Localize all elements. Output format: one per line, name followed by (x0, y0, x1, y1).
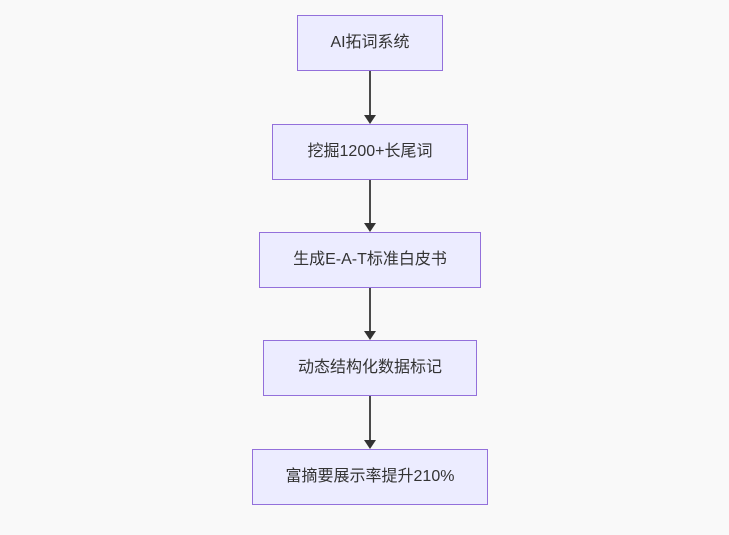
arrow-line (369, 288, 371, 331)
flow-node-rich-snippet-result: 富摘要展示率提升210% (252, 449, 488, 505)
arrow-head-down-icon (364, 115, 376, 124)
flow-arrow-3 (363, 288, 377, 340)
arrow-line (369, 180, 371, 223)
flow-node-label: 挖掘1200+长尾词 (307, 143, 433, 160)
flow-arrow-2 (363, 180, 377, 232)
arrow-head-down-icon (364, 440, 376, 449)
flow-arrow-1 (363, 71, 377, 124)
flow-node-label: AI拓词系统 (330, 34, 410, 51)
flow-node-label: 生成E-A-T标准白皮书 (293, 251, 447, 268)
flow-arrow-4 (363, 396, 377, 449)
arrow-head-down-icon (364, 223, 376, 232)
flow-node-label: 动态结构化数据标记 (297, 359, 442, 376)
flow-node-label: 富摘要展示率提升210% (285, 468, 455, 485)
flow-node-ai-word-expansion: AI拓词系统 (297, 15, 443, 71)
arrow-line (369, 71, 371, 115)
flow-node-structured-data: 动态结构化数据标记 (263, 340, 477, 396)
arrow-line (369, 396, 371, 440)
flow-node-eat-whitepaper: 生成E-A-T标准白皮书 (259, 232, 481, 288)
arrow-head-down-icon (364, 331, 376, 340)
flow-node-longtail-mining: 挖掘1200+长尾词 (272, 124, 468, 180)
